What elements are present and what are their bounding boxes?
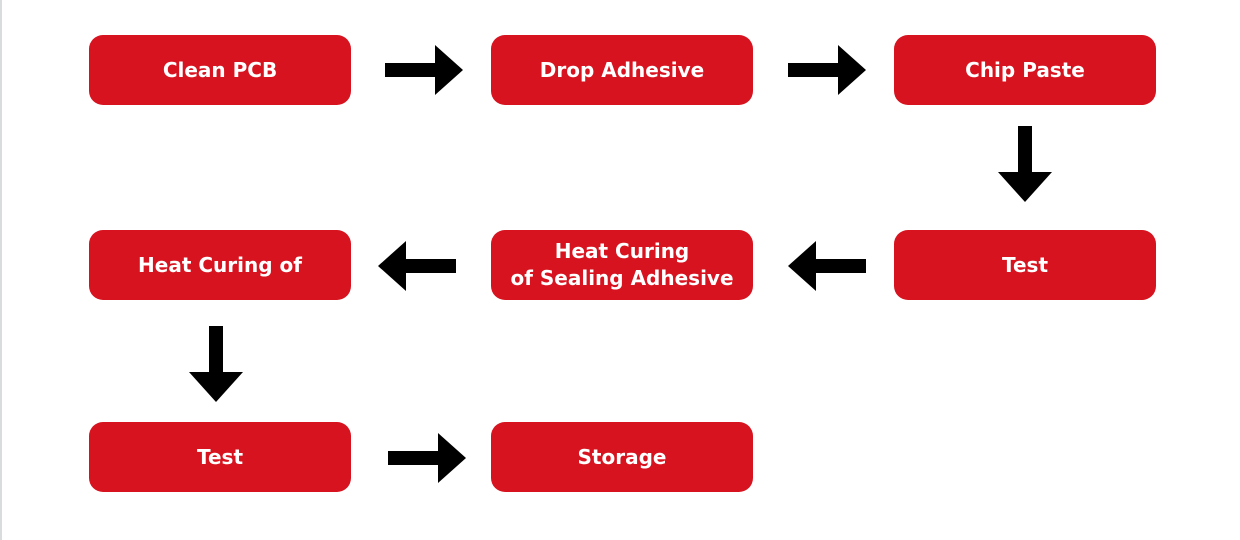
- step-heat-curing-of: Heat Curing of: [89, 230, 351, 300]
- step-clean-pcb: Clean PCB: [89, 35, 351, 105]
- arrow-down-icon: [996, 124, 1054, 204]
- step-test-1: Test: [894, 230, 1156, 300]
- arrow-right-icon: [786, 42, 868, 98]
- step-drop-adhesive: Drop Adhesive: [491, 35, 753, 105]
- step-storage: Storage: [491, 422, 753, 492]
- window-left-edge: [0, 0, 2, 540]
- arrow-right-icon: [386, 430, 468, 486]
- step-chip-paste: Chip Paste: [894, 35, 1156, 105]
- step-heat-curing-sealing-adhesive: Heat Curing of Sealing Adhesive: [491, 230, 753, 300]
- step-test-2: Test: [89, 422, 351, 492]
- arrow-down-icon: [187, 324, 245, 404]
- arrow-left-icon: [376, 238, 458, 294]
- arrow-right-icon: [383, 42, 465, 98]
- arrow-left-icon: [786, 238, 868, 294]
